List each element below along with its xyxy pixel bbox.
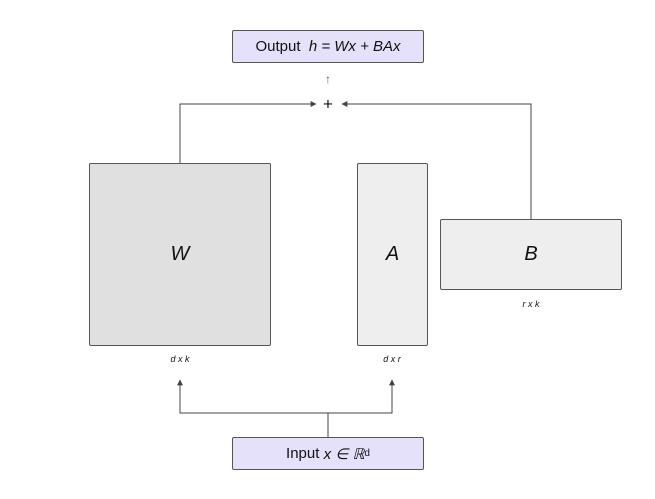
matrix-w-label: W [170, 243, 190, 265]
output-label: Output [255, 38, 301, 55]
matrix-w-dims: d x k [170, 354, 190, 364]
matrix-b-dims: r x k [522, 299, 540, 309]
input-formula: x ∈ ℝ [323, 445, 365, 463]
matrix-b-label: B [524, 243, 538, 265]
output-box: Output h = Wx + BAx [232, 30, 424, 63]
output-formula: h = Wx + BAx [308, 38, 401, 55]
input-superscript: d [364, 448, 370, 459]
w-to-sum-arrow [179, 101, 317, 163]
input-label: Input [286, 445, 320, 462]
matrix-w: W [89, 163, 271, 346]
b-to-sum-arrow [341, 101, 532, 219]
input-to-w-arrow [177, 379, 329, 437]
matrix-b: B [440, 219, 622, 290]
input-to-a-arrow [328, 379, 395, 414]
matrix-a: A [357, 163, 428, 346]
sum-symbol: + [323, 94, 333, 114]
matrix-a-dims: d x r [383, 354, 401, 364]
up-arrow-icon: ↑ [325, 72, 331, 86]
matrix-a-label: A [385, 243, 400, 265]
